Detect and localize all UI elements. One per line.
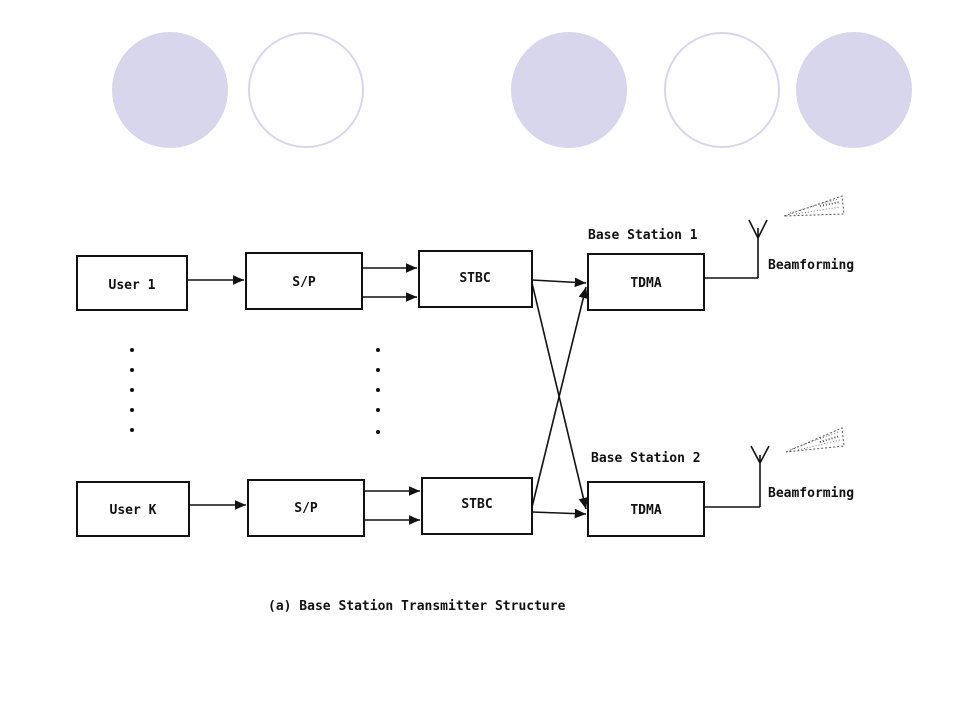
user-1-block bbox=[76, 255, 188, 311]
decor-circle-2 bbox=[248, 32, 364, 148]
decor-circle-1 bbox=[112, 32, 228, 148]
tdma-2-label: TDMA bbox=[630, 503, 661, 518]
antenna-2-icon bbox=[750, 445, 770, 507]
sp-1-block bbox=[245, 252, 363, 310]
decor-circle-5 bbox=[796, 32, 912, 148]
user-1-label: User 1 bbox=[109, 278, 156, 293]
stbc-2-label: STBC bbox=[461, 497, 492, 512]
user-k-block bbox=[76, 481, 190, 537]
arrow-stbc2-to-tdma2 bbox=[531, 508, 587, 519]
stbc-1-label: STBC bbox=[459, 271, 490, 286]
tdma-2-block bbox=[587, 481, 705, 537]
stbc-2-block bbox=[421, 477, 533, 535]
beamforming-2-label: Beamforming bbox=[768, 486, 854, 501]
decor-circle-4 bbox=[664, 32, 780, 148]
sp-ellipsis-dots bbox=[376, 348, 380, 434]
antenna-1-icon bbox=[748, 219, 768, 278]
sp-2-block bbox=[247, 479, 365, 537]
tdma-1-block bbox=[587, 253, 705, 311]
beamforming-1-label: Beamforming bbox=[768, 258, 854, 273]
tdma-1-label: TDMA bbox=[630, 276, 661, 291]
stbc-1-block bbox=[418, 250, 533, 308]
diagram-caption: (a) Base Station Transmitter Structure bbox=[268, 599, 566, 614]
user-k-label: User K bbox=[110, 503, 157, 518]
sp-2-label: S/P bbox=[294, 501, 318, 516]
beam-pattern-2-icon bbox=[785, 427, 845, 453]
beam-pattern-1-icon bbox=[783, 195, 845, 217]
sp-1-label: S/P bbox=[292, 275, 316, 290]
cross-stbc2-to-tdma1 bbox=[531, 286, 588, 508]
decor-circle-3 bbox=[511, 32, 627, 148]
base-station-2-label: Base Station 2 bbox=[591, 451, 701, 466]
arrow-stbc1-to-tdma1 bbox=[531, 277, 587, 288]
user-ellipsis-dots bbox=[130, 348, 134, 432]
base-station-1-label: Base Station 1 bbox=[588, 228, 698, 243]
